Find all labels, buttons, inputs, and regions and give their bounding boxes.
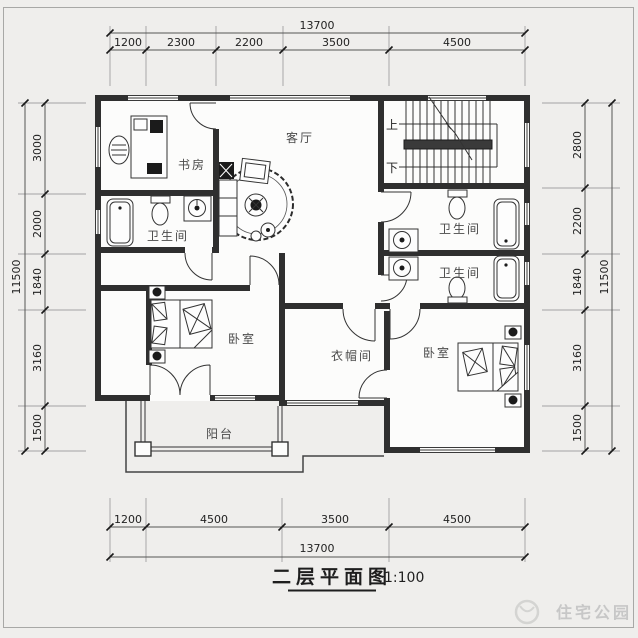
window-right-stairs bbox=[524, 123, 530, 167]
building: 上 下 bbox=[95, 95, 530, 473]
bathroom-upper-fixtures bbox=[388, 189, 520, 253]
door-bedroom-left bbox=[249, 255, 280, 286]
window-top-living bbox=[230, 95, 350, 101]
dim-bottom-seg-2: 3500 bbox=[321, 513, 349, 526]
dim-left-seg-1: 2000 bbox=[31, 210, 44, 238]
stair-down-label: 下 bbox=[386, 161, 398, 175]
dimension-bottom: 1200 4500 3500 4500 13700 bbox=[105, 498, 530, 562]
window-left-bath bbox=[95, 210, 101, 234]
watermark: 住宅公园 bbox=[514, 599, 632, 625]
bedroom-right-furniture bbox=[457, 325, 522, 408]
door-balcony-double bbox=[149, 364, 211, 396]
dim-top-total: 13700 bbox=[300, 19, 335, 32]
label-living-room: 客厅 bbox=[286, 130, 314, 145]
study-furniture bbox=[108, 115, 168, 179]
dimension-left: 11500 3000 2000 1840 3160 1500 bbox=[10, 98, 86, 456]
watermark-logo-icon bbox=[514, 599, 540, 625]
window-bottom-bedroom-left bbox=[215, 395, 255, 401]
dim-left-seg-4: 1500 bbox=[31, 414, 44, 442]
dim-bottom-seg-1: 4500 bbox=[200, 513, 228, 526]
living-room-sofa bbox=[218, 157, 294, 242]
dim-right-seg-2: 1840 bbox=[571, 268, 584, 296]
door-bath-upper bbox=[380, 191, 412, 223]
staircase: 上 下 bbox=[386, 96, 498, 183]
window-top-study bbox=[128, 95, 178, 101]
dim-left-seg-3: 3160 bbox=[31, 344, 44, 372]
door-cloakroom-side bbox=[358, 369, 388, 399]
dim-right-seg-3: 3160 bbox=[571, 344, 584, 372]
window-right-bedroom bbox=[524, 345, 530, 390]
label-balcony: 阳台 bbox=[206, 426, 234, 441]
window-top-stairs bbox=[428, 95, 486, 101]
dim-right-seg-0: 2800 bbox=[571, 131, 584, 159]
dim-left-total: 11500 bbox=[10, 260, 23, 295]
room-labels: 书房 客厅 卫生间 卫生间 卫生间 卧室 卧室 衣帽间 阳台 bbox=[147, 130, 481, 441]
bathroom-left-fixtures bbox=[106, 195, 212, 247]
label-study: 书房 bbox=[178, 157, 206, 172]
windows bbox=[95, 95, 530, 453]
bathroom-lower-fixtures bbox=[388, 255, 520, 304]
balcony bbox=[125, 401, 384, 473]
dim-right-total: 11500 bbox=[598, 260, 611, 295]
door-bath-left bbox=[184, 252, 213, 281]
dim-top-seg-2: 2200 bbox=[235, 36, 263, 49]
watermark-text: 住宅公园 bbox=[556, 603, 632, 622]
stair-up-label: 上 bbox=[386, 118, 398, 132]
dimension-top: 13700 1200 2300 2200 3500 4500 bbox=[105, 19, 530, 86]
dim-right-seg-1: 2200 bbox=[571, 207, 584, 235]
window-left-study bbox=[95, 127, 101, 167]
balcony-column-right bbox=[271, 441, 289, 457]
door-bedroom-right bbox=[389, 308, 421, 340]
stair-landing-rail bbox=[403, 139, 493, 150]
door-study bbox=[189, 102, 217, 130]
label-bathroom-left: 卫生间 bbox=[147, 229, 189, 243]
label-bedroom-left: 卧室 bbox=[228, 331, 256, 346]
dim-top-seg-4: 4500 bbox=[443, 36, 471, 49]
window-right-bath-lower bbox=[524, 262, 530, 285]
dimension-right: 2800 2200 1840 3160 1500 11500 bbox=[542, 98, 620, 456]
bedroom-left-furniture bbox=[148, 285, 213, 364]
door-cloakroom-top bbox=[342, 308, 376, 342]
drawing-title: 二层平面图 1:100 bbox=[272, 566, 424, 592]
balcony-column-left bbox=[134, 441, 152, 457]
title-scale: 1:100 bbox=[384, 570, 424, 586]
label-bathroom-upper: 卫生间 bbox=[439, 222, 481, 236]
label-bathroom-lower: 卫生间 bbox=[439, 266, 481, 280]
dim-top-seg-3: 3500 bbox=[322, 36, 350, 49]
window-bottom-bedroom-right bbox=[420, 447, 495, 453]
window-bottom-cloakroom bbox=[287, 400, 358, 406]
dim-bottom-seg-3: 4500 bbox=[443, 513, 471, 526]
dim-left-seg-2: 1840 bbox=[31, 268, 44, 296]
dim-bottom-total: 13700 bbox=[300, 542, 335, 555]
dim-right-seg-4: 1500 bbox=[571, 414, 584, 442]
label-cloakroom: 衣帽间 bbox=[331, 348, 373, 363]
label-bedroom-right: 卧室 bbox=[423, 345, 451, 360]
title-text: 二层平面图 bbox=[272, 566, 392, 588]
dim-top-seg-1: 2300 bbox=[167, 36, 195, 49]
stair-break-line bbox=[428, 96, 473, 161]
dim-top-seg-0: 1200 bbox=[114, 36, 142, 49]
photo-frame bbox=[3, 7, 634, 628]
window-right-bath-upper bbox=[524, 203, 530, 225]
dim-left-seg-0: 3000 bbox=[31, 134, 44, 162]
dim-bottom-seg-0: 1200 bbox=[114, 513, 142, 526]
